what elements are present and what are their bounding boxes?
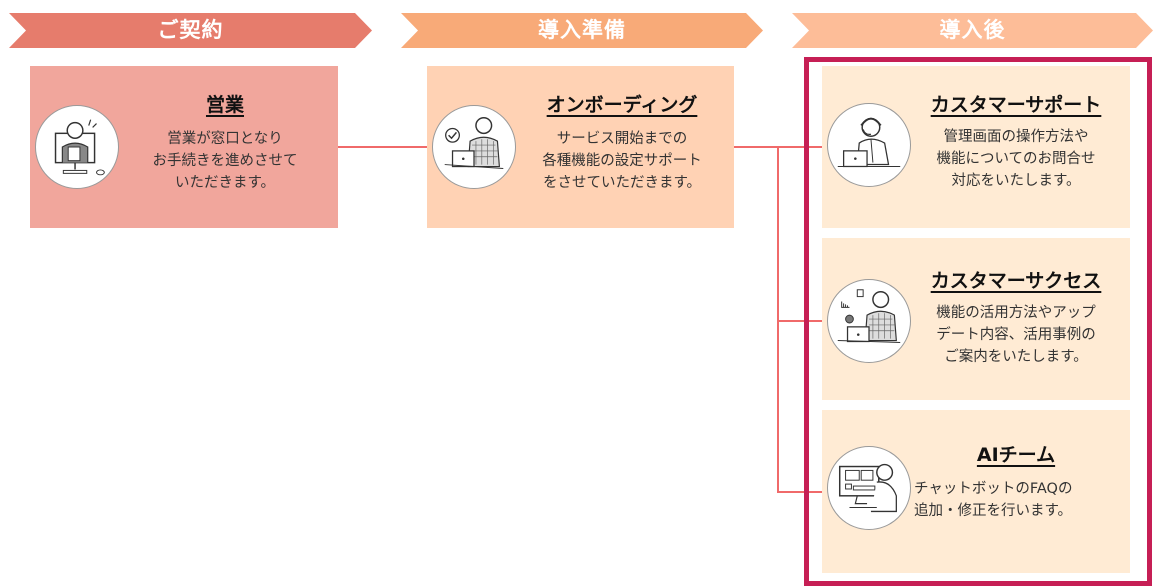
card-title: オンボーディング	[546, 94, 698, 116]
headset-operator-icon	[827, 103, 911, 187]
card-sales: 営業 営業が窓口となり お手続きを進めさせて いただきます。	[30, 66, 338, 228]
card-customer-success: カスタマーサクセス 機能の活用方法やアップ デート内容、活用事例の ご案内をいた…	[822, 238, 1130, 400]
card-title: 営業	[205, 94, 244, 116]
card-description: 営業が窓口となり お手続きを進めさせて いただきます。	[152, 131, 298, 191]
chevron-arrow-shape	[9, 13, 372, 48]
card-description: サービス開始までの 各種機能の設定サポート をさせていただきます。	[542, 131, 702, 191]
stage-label: ご契約	[157, 18, 224, 42]
chevron-arrow-shape	[792, 13, 1153, 48]
onboarding-laptop-check-icon	[432, 105, 516, 189]
connector-line	[338, 146, 427, 148]
sales-person-monitor-icon	[35, 105, 119, 189]
chevron-arrow-shape	[401, 13, 763, 48]
stage-banner-post-introduction: 導入後	[792, 13, 1153, 48]
card-title: カスタマーサポート	[930, 94, 1102, 116]
person-at-computer-icon	[827, 446, 911, 530]
card-title: カスタマーサクセス	[930, 270, 1102, 292]
stage-banner-preparation: 導入準備	[401, 13, 763, 48]
post-introduction-highlight-frame	[804, 57, 1152, 586]
card-title: AIチーム	[976, 444, 1056, 466]
connector-line	[777, 491, 822, 493]
card-description: チャットボットのFAQの 追加・修正を行います。	[914, 481, 1073, 519]
stage-label: 導入準備	[538, 18, 626, 42]
stage-label: 導入後	[939, 18, 1006, 42]
stage-banner-contract: ご契約	[9, 13, 372, 48]
card-description: 機能の活用方法やアップ デート内容、活用事例の ご案内をいたします。	[936, 305, 1096, 365]
connector-line	[777, 320, 822, 322]
card-description: 管理画面の操作方法や 機能についてのお問合せ 対応をいたします。	[936, 129, 1096, 189]
card-ai-team: AIチーム チャットボットのFAQの 追加・修正を行います。	[822, 410, 1130, 573]
analytics-person-icon	[827, 279, 911, 363]
card-customer-support: カスタマーサポート 管理画面の操作方法や 機能についてのお問合せ 対応をいたしま…	[822, 66, 1130, 228]
connector-line	[777, 146, 779, 493]
card-onboarding: オンボーディング サービス開始までの 各種機能の設定サポート をさせていただきま…	[427, 66, 734, 228]
